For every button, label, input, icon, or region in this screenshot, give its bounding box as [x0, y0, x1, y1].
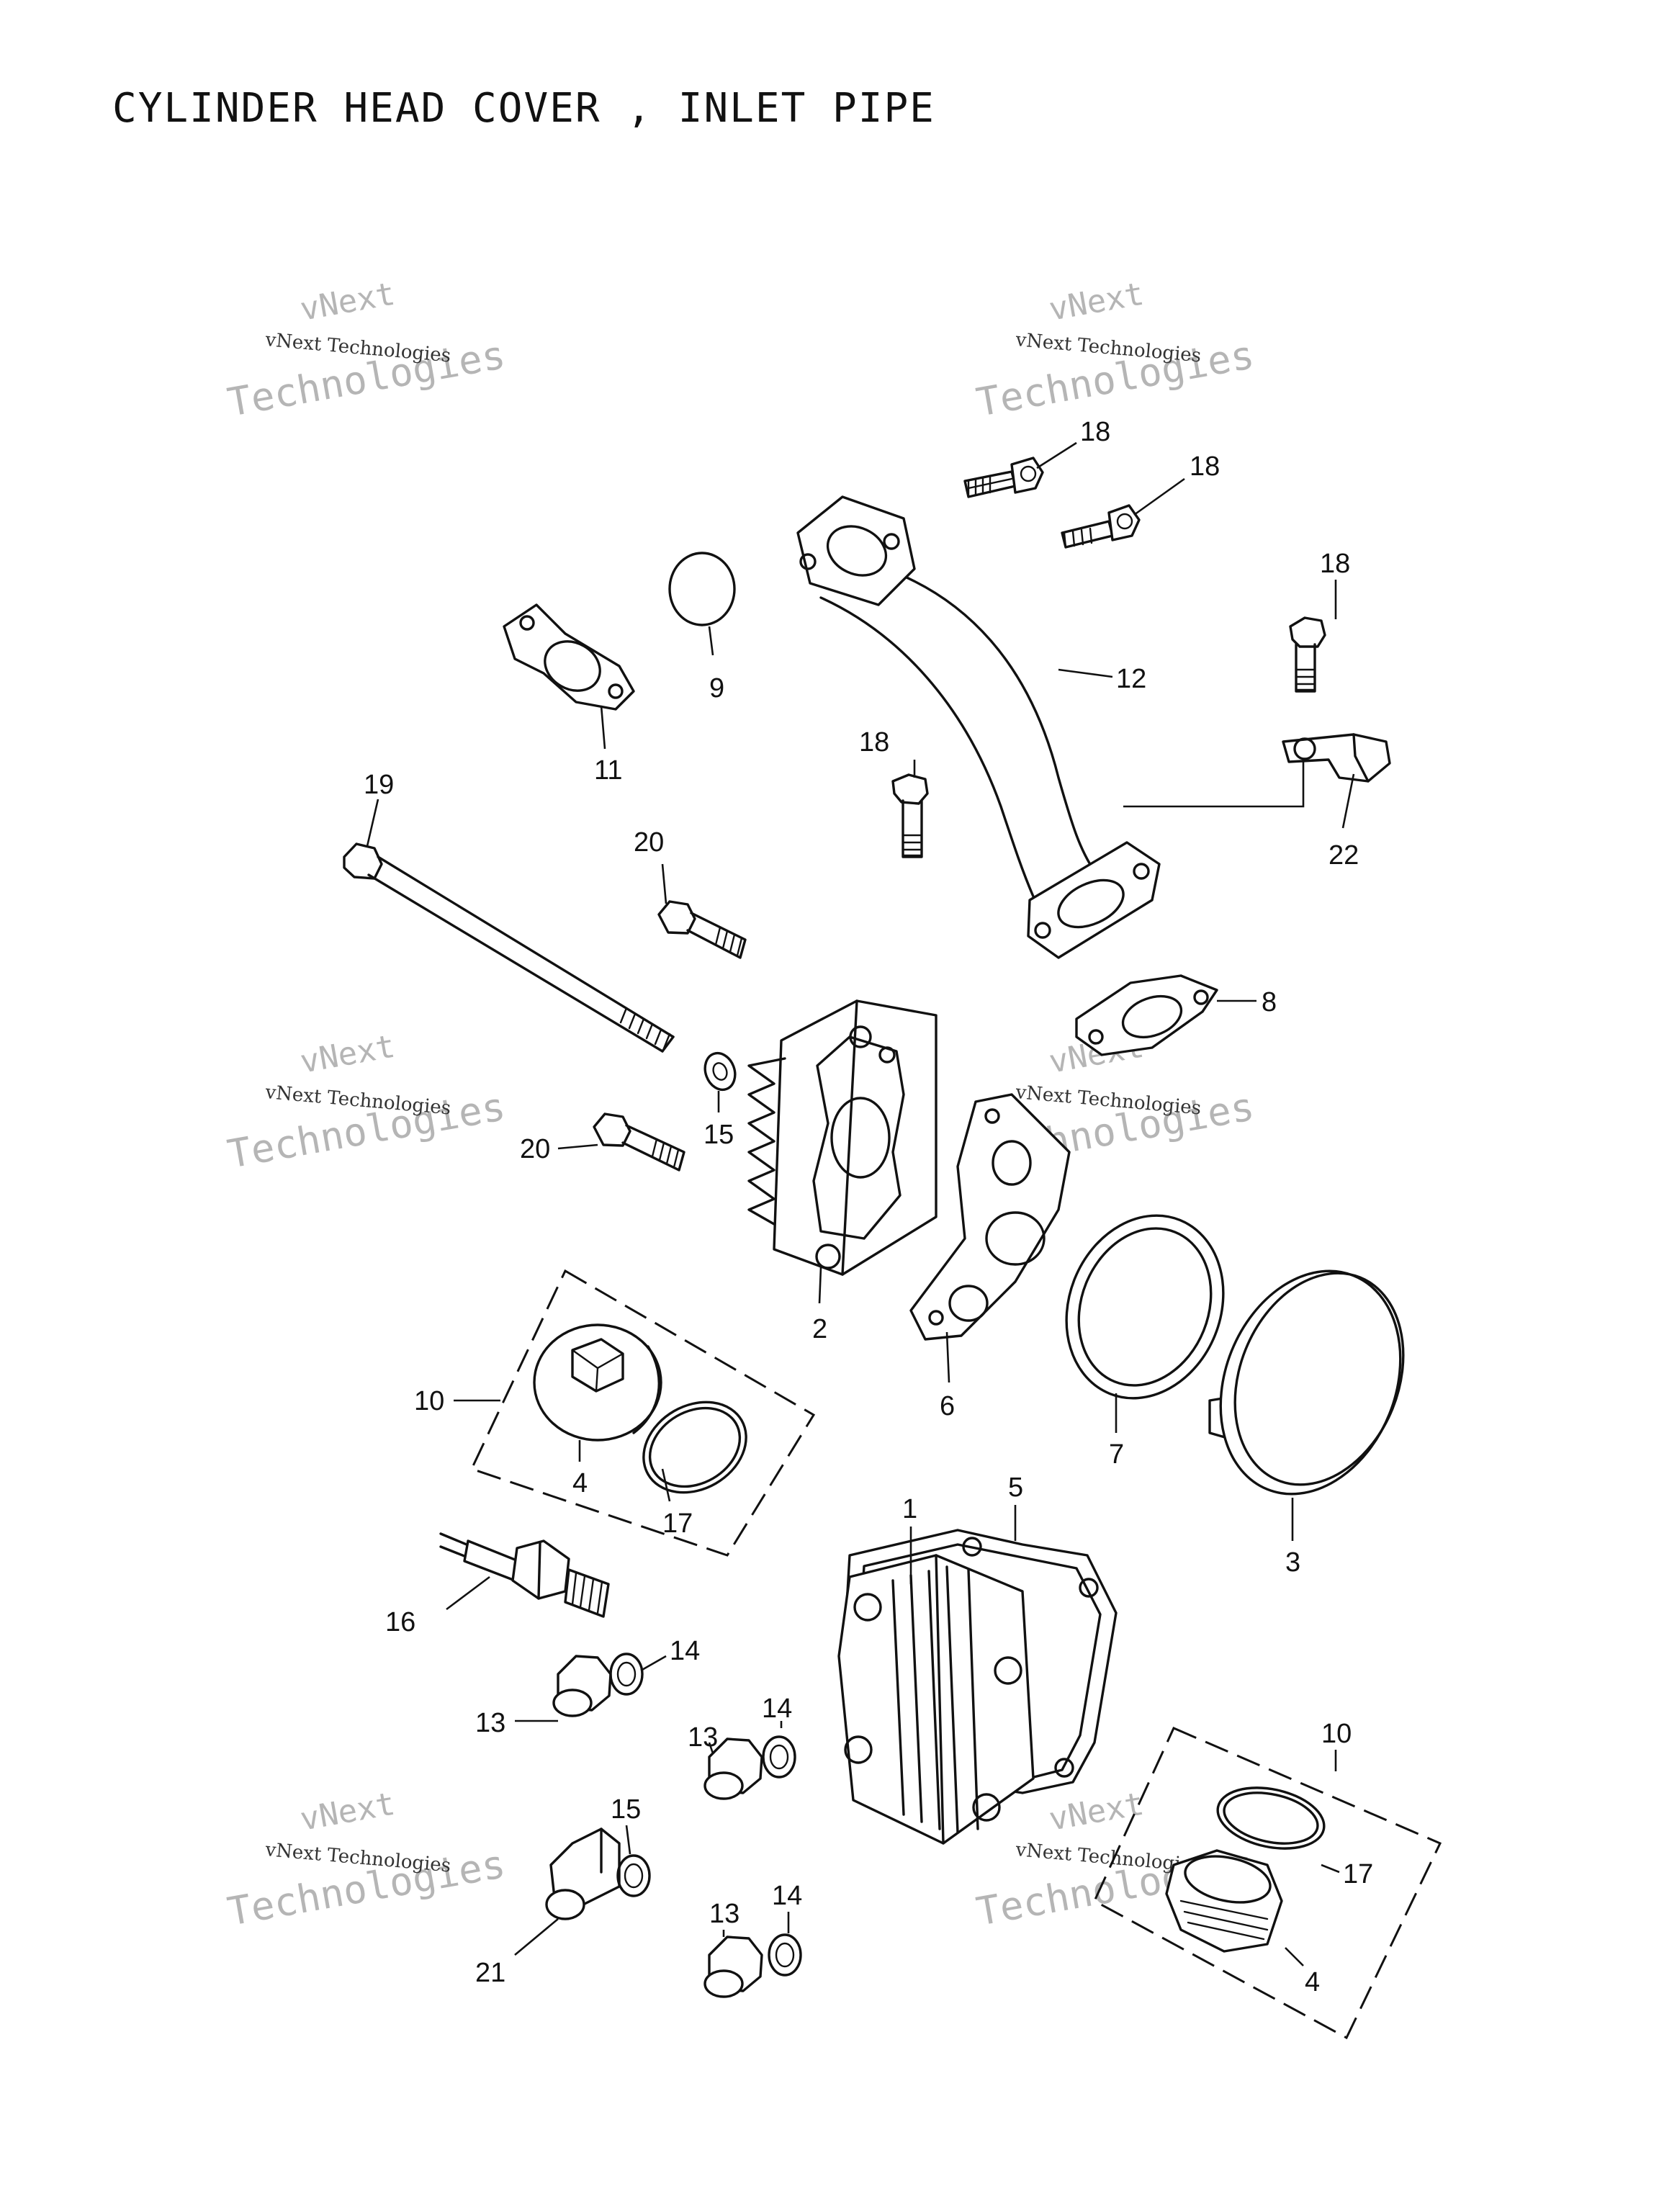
callout-18: 18 — [1190, 451, 1220, 482]
part-11-gasket — [503, 603, 635, 711]
part-21-cap-nut — [545, 1827, 621, 1920]
callout-21: 21 — [475, 1958, 505, 1988]
callout-19: 19 — [364, 770, 394, 800]
callout-15: 15 — [703, 1120, 734, 1150]
part-14-washer-b — [762, 1735, 796, 1779]
callout-11: 11 — [594, 755, 622, 786]
callout-4: 4 — [572, 1468, 588, 1498]
part-7-large-o-ring — [1065, 1214, 1225, 1400]
part-14-washer-c — [768, 1933, 802, 1977]
callout-8: 8 — [1262, 987, 1277, 1017]
part-13-nut-a — [552, 1655, 612, 1717]
part-18-bolt-a — [963, 457, 1044, 498]
part-18-bolt-b — [1061, 504, 1141, 549]
callout-labels: 18 18 18 18 12 9 11 22 19 20 20 8 15 2 6… — [364, 417, 1373, 1997]
callout-18: 18 — [1080, 417, 1110, 447]
svg-text:vNext: vNext — [1046, 276, 1146, 328]
svg-text:vNext: vNext — [297, 276, 397, 328]
part-20-bolt-a — [657, 900, 747, 959]
callout-1: 1 — [902, 1494, 917, 1524]
callout-17: 17 — [662, 1509, 693, 1539]
part-22-bracket — [1123, 733, 1391, 808]
part-12-inlet-pipe — [796, 495, 1161, 959]
callout-16: 16 — [385, 1607, 415, 1637]
callout-15: 15 — [611, 1794, 641, 1825]
part-6-gasket — [909, 1093, 1071, 1341]
watermark-bottom-left: vNext Technologies vNext Technologies — [224, 1786, 508, 1935]
svg-text:vNext: vNext — [297, 1028, 397, 1081]
callout-10: 10 — [1321, 1719, 1352, 1749]
callout-7: 7 — [1109, 1439, 1124, 1470]
callout-3: 3 — [1285, 1547, 1300, 1578]
part-15-washer-a — [703, 1051, 737, 1092]
callout-20: 20 — [634, 827, 664, 858]
callout-14: 14 — [772, 1881, 802, 1911]
callout-14: 14 — [762, 1694, 792, 1724]
part-2-cover-body — [747, 999, 938, 1276]
part-13-nut-c — [703, 1936, 763, 1998]
part-18-bolt-d — [891, 773, 929, 858]
callout-22: 22 — [1328, 840, 1359, 871]
callout-17: 17 — [1343, 1859, 1373, 1889]
watermark-mid-left: vNext Technologies vNext Technologies — [224, 1028, 508, 1177]
part-10-cap-assembly-b — [1093, 1727, 1442, 2040]
callout-2: 2 — [812, 1314, 827, 1344]
page-title: CYLINDER HEAD COVER , INLET PIPE — [112, 85, 935, 132]
callout-14: 14 — [670, 1636, 700, 1666]
callout-4: 4 — [1305, 1967, 1320, 1997]
callout-9: 9 — [709, 673, 724, 703]
svg-text:vNext: vNext — [1046, 1786, 1146, 1838]
callout-10: 10 — [414, 1386, 444, 1416]
part-8-gasket — [1075, 974, 1218, 1056]
callout-13: 13 — [688, 1722, 718, 1753]
callout-12: 12 — [1116, 664, 1146, 694]
part-13-nut-b — [703, 1737, 763, 1800]
callout-13: 13 — [709, 1899, 739, 1929]
part-18-bolt-c — [1289, 616, 1326, 693]
callout-13: 13 — [475, 1708, 505, 1738]
part-9-o-ring — [668, 552, 736, 626]
svg-text:vNext: vNext — [297, 1786, 397, 1838]
part-10-cap-assembly-a — [469, 1269, 816, 1557]
callout-6: 6 — [940, 1391, 955, 1421]
callout-18: 18 — [859, 727, 889, 757]
part-19-long-bolt — [343, 842, 675, 1053]
part-20-bolt-b — [593, 1112, 685, 1172]
callout-18: 18 — [1320, 549, 1350, 579]
callout-5: 5 — [1008, 1473, 1023, 1503]
part-15-washer-b — [616, 1854, 651, 1897]
part-14-washer-a — [609, 1653, 644, 1696]
part-16-spark-plug — [439, 1532, 610, 1618]
watermark-top-left: vNext Technologies vNext Technologies — [224, 276, 508, 426]
callout-20: 20 — [520, 1134, 550, 1164]
part-1-head-cover — [837, 1554, 1035, 1845]
leader-lines — [366, 441, 1355, 1966]
part-3-cover-plate — [1208, 1269, 1405, 1496]
watermark-top-right: vNext Technologies vNext Technologies — [973, 276, 1257, 426]
